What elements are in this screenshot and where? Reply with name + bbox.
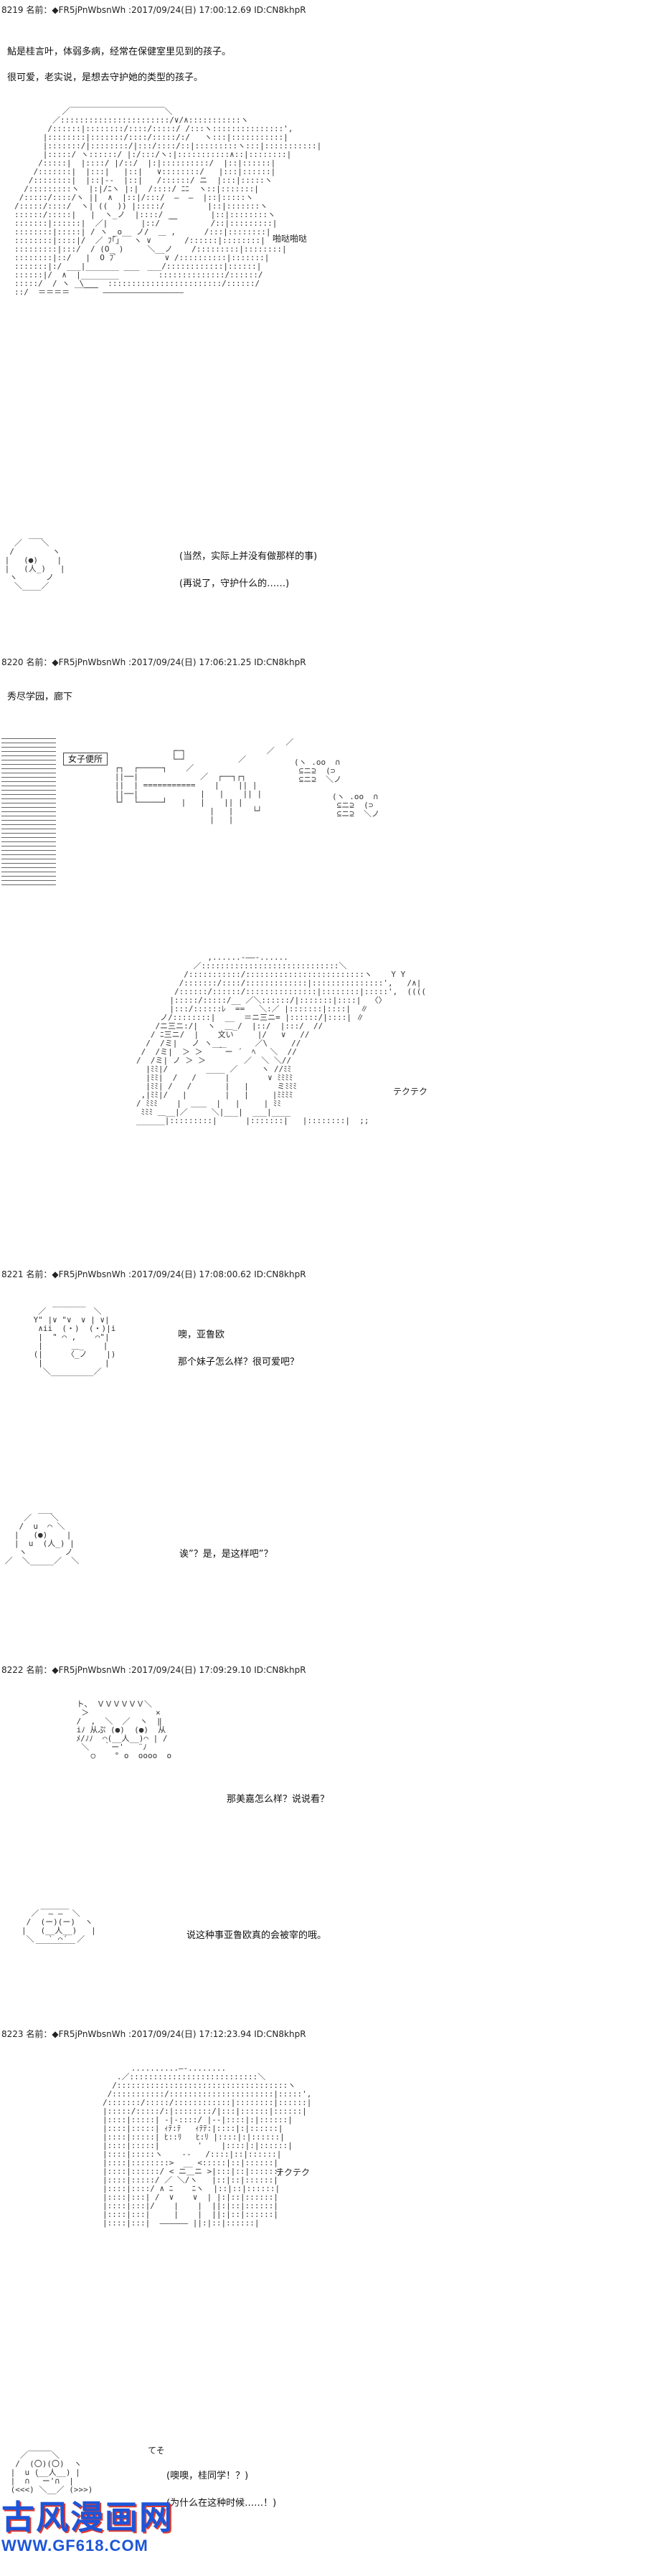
ascii-art-yaruo: ___ ／ ＼ / u ⌒ ＼ | (●) | | u (人_) | ヽ ノ ／… [4,1504,80,1565]
post-header: 8220 名前：◆FR5jPnWbsnWh :2017/09/24(日) 17:… [1,657,306,667]
sfx-text: テクテク [393,1087,428,1097]
ascii-art-friend-blushing: ト、 ＶＶＶＶＶＶ＼ ＞ × / , ＼ ／ ヽ ‖ iﾉ 从ぷ (●) (●)… [76,1699,172,1760]
site-watermark: 古风漫画网 WWW.GF618.COM [1,2498,174,2555]
ascii-art-girl-rain: ／￣￣￣￣￣￣￣￣￣￣￣￣＼ ／:::::::::::::::::::::::/… [14,107,322,297]
post-header: 8221 名前：◆FR5jPnWbsnWh :2017/09/24(日) 17:… [1,1269,306,1279]
watermark-title: 古风漫画网 [1,2498,174,2537]
sfx-text: テクテク [275,2167,311,2177]
narration-line: 很可爱，老实说，是想去守护她的类型的孩子。 [7,72,204,83]
dialogue-line: 诶”？是，是这样吧”？ [179,1549,273,1560]
dialogue-line: 那美嘉怎么样？说说看？ [227,1794,330,1805]
watermark-url: WWW.GF618.COM [1,2537,148,2554]
dialogue-line: 噢，亚鲁欧 [178,1330,225,1340]
dialogue-line: (当然，实际上并没有做那样的事) [179,551,318,562]
narration-line: 鮎是桂言叶，体弱多病，经常在保健室里见到的孩子。 [7,47,232,57]
narration-line: 秀尽学园，廊下 [7,692,73,702]
dialogue-line: 说这种事亚鲁欧真的会被宰的哦。 [186,1930,327,1941]
ascii-art-friend: _______ ／ ＼ Y" |∨ "∨ ∨ | ∨| ∧ii (・) (・)|… [33,1298,116,1376]
dialogue-line: (再说了，守护什么的……) [179,578,290,589]
restroom-sign: 女子便所 [63,753,108,765]
sfx-text: てそ [148,2446,165,2456]
ascii-art-small-creatures: (ヽ .oo ∩ ⊆ニ⊇ (⊃ ⊆ニ⊇ ＼ノ (ヽ .oo ∩ ⊆ニ⊇ (⊃ ⊆… [294,758,380,819]
dialogue-line: (为什么在这种时候……！) [166,2498,277,2509]
post-header: 8219 名前：◆FR5jPnWbsnWh :2017/09/24(日) 17:… [1,5,306,15]
ascii-art-walking-scene: ,......-――-...... ／:::::::::::::::::::::… [136,953,426,1125]
post-header: 8223 名前：◆FR5jPnWbsnWh :2017/09/24(日) 17:… [1,2029,306,2039]
ascii-art-kotonoha: ..........―-........ .／:::::::::::::::::… [102,2064,312,2228]
dialogue-line: 那个妹子怎么样？很可爱吧？ [178,1357,300,1368]
ascii-art-hallway: ／ ┌─┐ ／ └─┘ ／ ┌┐ ┌─────┐ ／ ||──| ／ ┌──┐┌… [114,738,294,824]
ascii-art-yaruo: ___ ／ ＼ / ヽ | (●) | | (人_) | ヽ ノ ＼____／ [4,530,65,591]
post-header: 8222 名前：◆FR5jPnWbsnWh :2017/09/24(日) 17:… [1,1665,306,1675]
ascii-art-friend-serious: ______ ／ ― ― ＼ / (ー)(ー) ヽ | (__人__) | ＼ … [22,1900,96,1952]
dialogue-line: (噢噢，桂同学！？) [166,2471,249,2481]
sfx-text: 啪哒啪哒 [273,234,308,244]
ascii-art-yaruo-surprised: ／￣￣￣＼ / (〇)(〇) ヽ | u (__人__) | | ∩ ｀ー'∩ … [10,2451,93,2494]
hallway-wall-hatching [1,738,56,889]
